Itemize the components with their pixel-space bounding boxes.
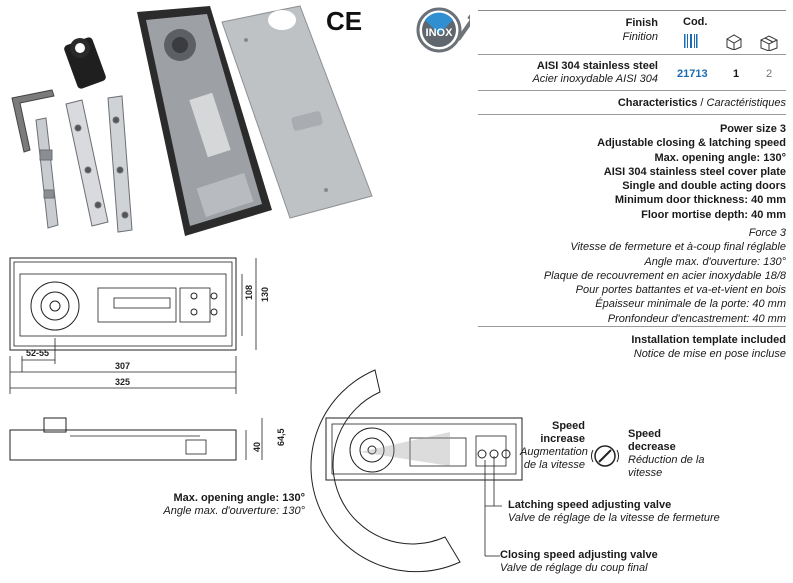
- barcode-icon: [684, 34, 698, 48]
- closer-body: [137, 6, 272, 236]
- characteristics-title: Characteristics / Caractéristiques: [617, 97, 786, 109]
- opening-arc: [310, 369, 461, 573]
- side-view-drawing: 40 64,5: [9, 417, 286, 461]
- carton-quantity: 2: [766, 68, 773, 80]
- carton-icon: [760, 35, 778, 51]
- dim-108: 108: [244, 285, 254, 300]
- dim-307: 307: [115, 361, 130, 371]
- svg-text:INOX: INOX: [426, 27, 454, 39]
- char-en-line: Floor mortise depth: 40 mm: [641, 208, 786, 221]
- bracket-2: [65, 99, 109, 227]
- outer-box: [9, 257, 237, 351]
- bracket-1: [35, 117, 59, 229]
- characteristics-fr: Force 3 Vitesse de fermeture et à-coup f…: [544, 226, 786, 326]
- char-en-line: Minimum door thickness: 40 mm: [614, 194, 786, 207]
- char-en-line: Max. opening angle: 130°: [654, 151, 786, 164]
- characteristics-en: Power size 3 Adjustable closing & latchi…: [597, 122, 786, 222]
- char-fr-line: Pour portes battantes et va-et-vient en …: [575, 284, 786, 297]
- dim-64-5: 64,5: [276, 428, 286, 446]
- char-fr-line: Force 3: [748, 227, 786, 239]
- leader-lines: [484, 456, 502, 557]
- speed-decrease-callout: Speed decrease Réduction de la vitesse: [628, 428, 705, 479]
- bracket-3: [107, 95, 133, 233]
- speed-adjust-icon: [591, 445, 619, 467]
- dim-130: 130: [260, 287, 270, 302]
- char-fr-line: Vitesse de fermeture et à-coup final rég…: [570, 241, 786, 254]
- product-code: 21713: [677, 68, 708, 80]
- installation-note: Installation template included Notice de…: [631, 334, 786, 360]
- angle-callout: Max. opening angle: 130°Angle max. d'ouv…: [163, 492, 305, 517]
- dim-325: 325: [115, 377, 130, 387]
- hex-key: [11, 89, 55, 153]
- code-header: Cod.: [683, 16, 708, 28]
- char-fr-line: Angle max. d'ouverture: 130°: [644, 255, 786, 268]
- pivot-cap: [64, 37, 106, 89]
- ce-mark: CE: [326, 6, 362, 36]
- inox-badge: INOX: [416, 7, 462, 53]
- char-fr-line: Épaisseur minimale de la porte: 40 mm: [595, 298, 786, 311]
- product-photo: CE INOX: [11, 5, 470, 236]
- screw-icon: [456, 14, 470, 41]
- char-fr-line: Plaque de recouvrement en acier inoxydab…: [543, 269, 786, 282]
- cover-plate: [221, 5, 373, 219]
- top-view-drawing: 52-55 307 325 108 130: [9, 257, 270, 394]
- char-en-line: AISI 304 stainless steel cover plate: [603, 165, 786, 178]
- box-icon: [726, 34, 742, 50]
- dim-40: 40: [252, 442, 262, 452]
- char-fr-line: Pronfondeur d'encastrement: 40 mm: [607, 312, 786, 325]
- char-en-line: Single and double acting doors: [622, 180, 786, 193]
- speed-increase-callout: Speed increase Augmentation de la vitess…: [520, 420, 588, 471]
- box-quantity: 1: [733, 68, 740, 80]
- rotation-diagram: [310, 369, 523, 573]
- char-en-line: Adjustable closing & latching speed: [597, 137, 786, 150]
- dim-52-55: 52-55: [26, 348, 49, 358]
- char-en-line: Power size 3: [719, 123, 786, 135]
